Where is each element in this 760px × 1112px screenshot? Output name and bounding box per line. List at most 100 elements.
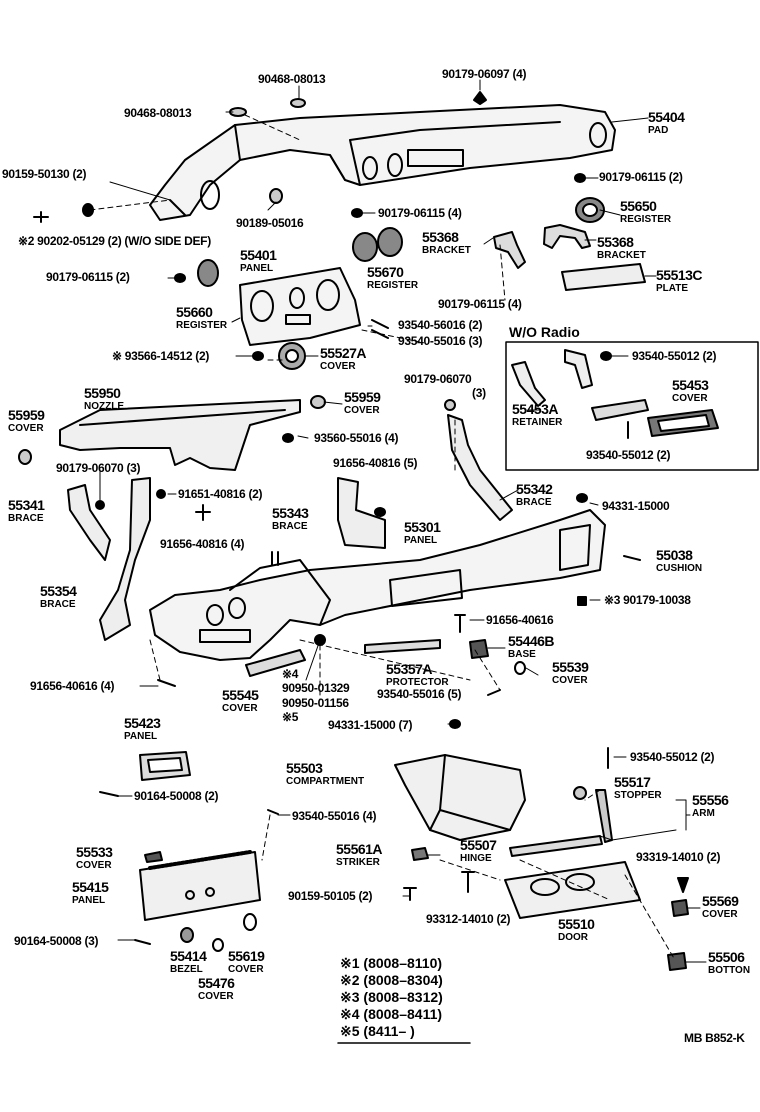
clip-icon: [444, 399, 456, 411]
part-number: 55038: [656, 547, 693, 563]
button-55506-drawing: [667, 952, 687, 971]
label-91656-40816-5: 91656-40816 (5): [333, 456, 418, 470]
part-name: COVER: [344, 405, 380, 416]
part-number: 55510: [558, 916, 595, 932]
part-number: 55401: [240, 247, 277, 263]
part-name: COVER: [228, 964, 264, 975]
part-name: ARM: [692, 808, 715, 819]
part-name: REGISTER: [367, 280, 419, 291]
label-93540-55012-box-a: 93540-55012 (2): [632, 349, 717, 363]
label-91651-40816: 91651-40816 (2): [178, 487, 263, 501]
part-name: PLATE: [656, 283, 689, 294]
bracket-55368-drawing: [493, 231, 526, 269]
label-93540-55016-3: 93540-55016 (3): [398, 334, 483, 348]
part-number: 55476: [198, 975, 235, 991]
label-93312-14010: 93312-14010 (2): [426, 912, 511, 926]
part-name: BEZEL: [170, 964, 203, 975]
register-55660-drawing: [197, 259, 219, 287]
dashed-assembly-lines: [89, 114, 676, 961]
label-90179-10038: ※3 90179-10038: [604, 593, 691, 607]
part-number: 55619: [228, 948, 265, 964]
label-90179-06115-a: 90179-06115 (2): [599, 170, 683, 184]
label-90179-06115-c: 90179-06115 (2): [46, 270, 130, 284]
nozzle-55950-drawing: [59, 399, 301, 471]
part-name: PAD: [648, 125, 669, 136]
retainer-55453a-drawing: [591, 399, 649, 421]
door-55510-drawing: [504, 861, 641, 919]
cover-55959-drawing: [310, 395, 326, 409]
retainer-55453a-drawing: [511, 361, 546, 407]
label-90468-08013-left: 90468-08013: [124, 106, 192, 120]
label-90164-50008-2: 90164-50008 (2): [134, 789, 219, 803]
part-number: 55556: [692, 792, 729, 808]
cover-55476-drawing: [212, 938, 224, 952]
part-name: COVER: [552, 675, 588, 686]
compartment-55503-drawing: [394, 754, 526, 841]
legend-item: ※5 (8411– ): [340, 1023, 415, 1039]
retainer-55453a-drawing: [564, 349, 593, 389]
part-number: 55545: [222, 687, 259, 703]
bezel-55414-drawing: [180, 927, 194, 943]
part-number: 55453: [672, 377, 709, 393]
clip-icon: [574, 173, 586, 183]
leader-lines: [99, 79, 707, 963]
label-note-4: ※4: [282, 667, 299, 681]
part-name: RETAINER: [512, 417, 563, 428]
part-number: 55423: [124, 715, 161, 731]
label-91656-40616-4: 91656-40616 (4): [30, 679, 115, 693]
clip-icon: [374, 507, 386, 517]
label-93560-55016: 93560-55016 (4): [314, 431, 399, 445]
part-name: BRACKET: [597, 250, 646, 261]
part-number: 55341: [8, 497, 45, 513]
part-name: PANEL: [404, 535, 438, 546]
part-number: 55959: [344, 389, 381, 405]
clip-icon: [95, 500, 105, 510]
cover-55959-drawing: [18, 449, 32, 465]
part-name: PROTECTOR: [386, 677, 449, 688]
part-number: 55404: [648, 109, 685, 125]
part-name: COVER: [8, 423, 44, 434]
part-name: PANEL: [124, 731, 158, 742]
clip-icon: [600, 351, 612, 361]
part-name: HINGE: [460, 853, 492, 864]
label-93566-14512: ※ 93566-14512 (2): [112, 349, 210, 363]
label-90950-01156: 90950-01156: [282, 696, 349, 710]
part-number: 55959: [8, 407, 45, 423]
part-name: PANEL: [72, 895, 106, 906]
part-name: COVER: [672, 393, 708, 404]
part-name: REGISTER: [176, 320, 228, 331]
legend-item: ※1 (8008–8110): [340, 955, 443, 971]
cover-55539-drawing: [514, 661, 526, 675]
wo-radio-box: [505, 341, 759, 471]
label-93540-56016: 93540-56016 (2): [398, 318, 483, 332]
label-93319-14010: 93319-14010 (2): [636, 850, 721, 864]
screw-icon: [403, 887, 417, 901]
protector-55357a-drawing: [364, 639, 441, 654]
part-name: COVER: [702, 909, 738, 920]
part-number: 55539: [552, 659, 589, 675]
part-number: 55415: [72, 879, 109, 895]
panel-55301-drawing: [149, 509, 606, 661]
clip-icon: [252, 351, 264, 361]
label-90468-08013-top: 90468-08013: [258, 72, 326, 86]
clip-icon: [577, 596, 587, 606]
striker-55561a-drawing: [411, 847, 429, 861]
part-number: 55513C: [656, 267, 703, 283]
part-name: REGISTER: [620, 214, 672, 225]
label-93540-55016-5: 93540-55016 (5): [377, 687, 462, 701]
